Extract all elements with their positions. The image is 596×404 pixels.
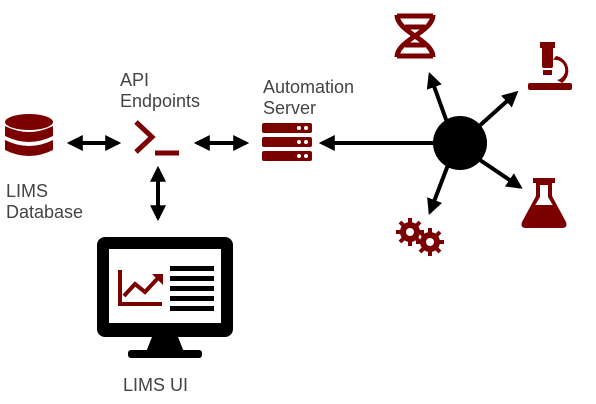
database-label: LIMS Database — [6, 181, 84, 222]
connection-lines — [66, 71, 523, 222]
monitor-dashboard-icon — [97, 237, 233, 358]
gears-icon — [396, 218, 444, 256]
microscope-icon — [528, 42, 572, 90]
hub-dna-connector — [426, 71, 450, 126]
api-endpoints-label: API Endpoints — [120, 70, 201, 111]
flask-icon — [521, 178, 567, 228]
hub-node-icon — [433, 116, 487, 170]
terminal-prompt-icon — [134, 120, 179, 156]
server-rack-icon — [262, 123, 312, 161]
hub-flask-connector — [475, 156, 523, 189]
database-icon — [5, 114, 53, 156]
hub-gears-connector — [427, 164, 450, 215]
hub-microscope-connector — [475, 90, 519, 130]
lims-ui-label: LIMS UI — [123, 375, 189, 395]
dna-helix-icon — [394, 13, 436, 59]
automation-server-label: Automation Server — [263, 77, 355, 118]
